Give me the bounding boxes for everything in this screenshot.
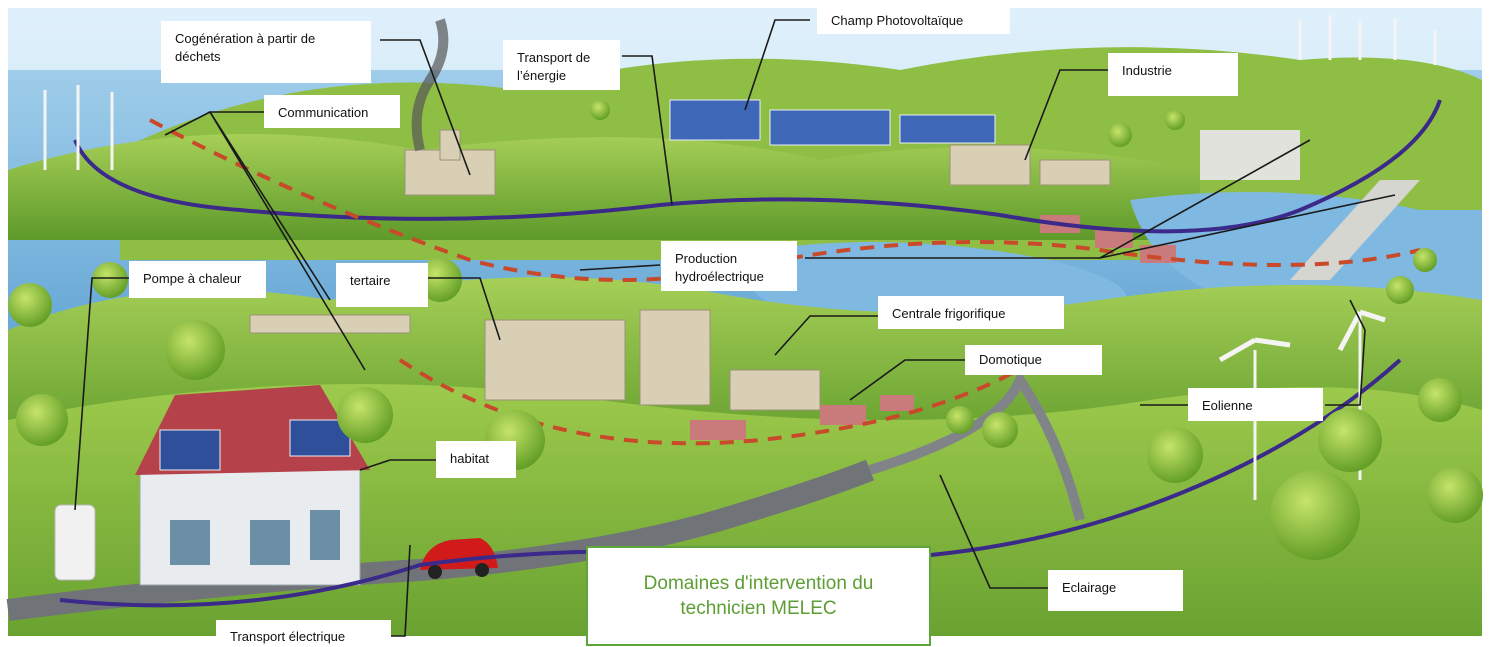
label-champ-photovoltaique: Champ Photovoltaïque <box>817 8 1010 34</box>
label-cogeneration: Cogénération à partir de déchets <box>161 21 371 83</box>
label-habitat: habitat <box>436 441 516 478</box>
label-tertiaire: tertaire <box>336 263 428 307</box>
label-transport-energie: Transport de l’énergie <box>503 40 620 90</box>
label-domotique: Domotique <box>965 345 1102 375</box>
label-transport-electrique: Transport électrique <box>216 620 391 647</box>
label-eolienne: Eolienne <box>1188 388 1323 421</box>
label-industrie: Industrie <box>1108 53 1238 96</box>
label-production-hydroelectrique: Production hydroélectrique <box>661 241 797 291</box>
diagram-title: Domaines d'intervention du technicien ME… <box>586 546 931 646</box>
label-eclairage: Eclairage <box>1048 570 1183 611</box>
label-communication: Communication <box>264 95 400 128</box>
label-pompe-chaleur: Pompe à chaleur <box>129 261 266 298</box>
label-centrale-frigorifique: Centrale frigorifique <box>878 296 1064 329</box>
